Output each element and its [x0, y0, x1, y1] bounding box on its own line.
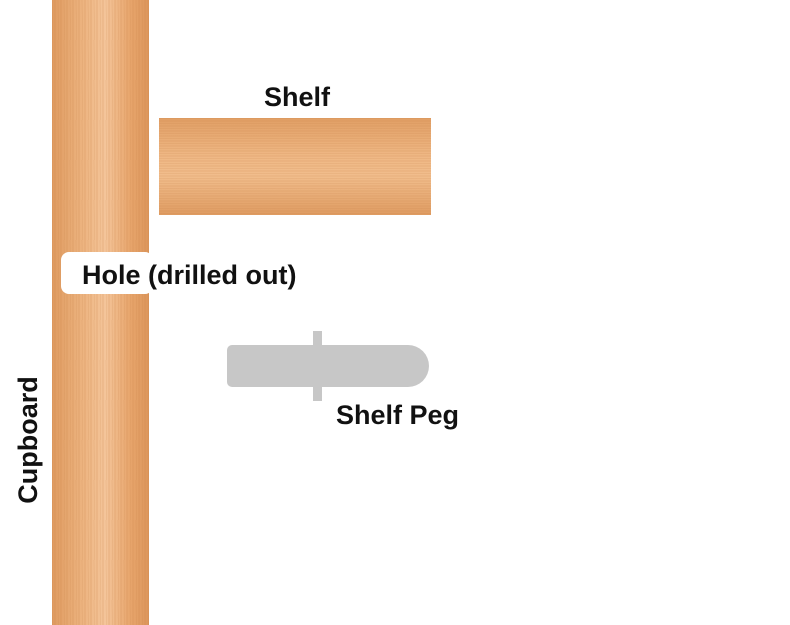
shelf-board: [159, 118, 431, 215]
shelf-peg-label: Shelf Peg: [336, 400, 459, 430]
drilled-hole: [61, 252, 153, 294]
cupboard-label: Cupboard: [13, 376, 43, 504]
shelf-peg-shape: [227, 331, 429, 401]
shelf-label: Shelf: [264, 82, 331, 112]
cupboard-panel: [52, 0, 149, 625]
hole-label: Hole (drilled out): [82, 260, 296, 290]
